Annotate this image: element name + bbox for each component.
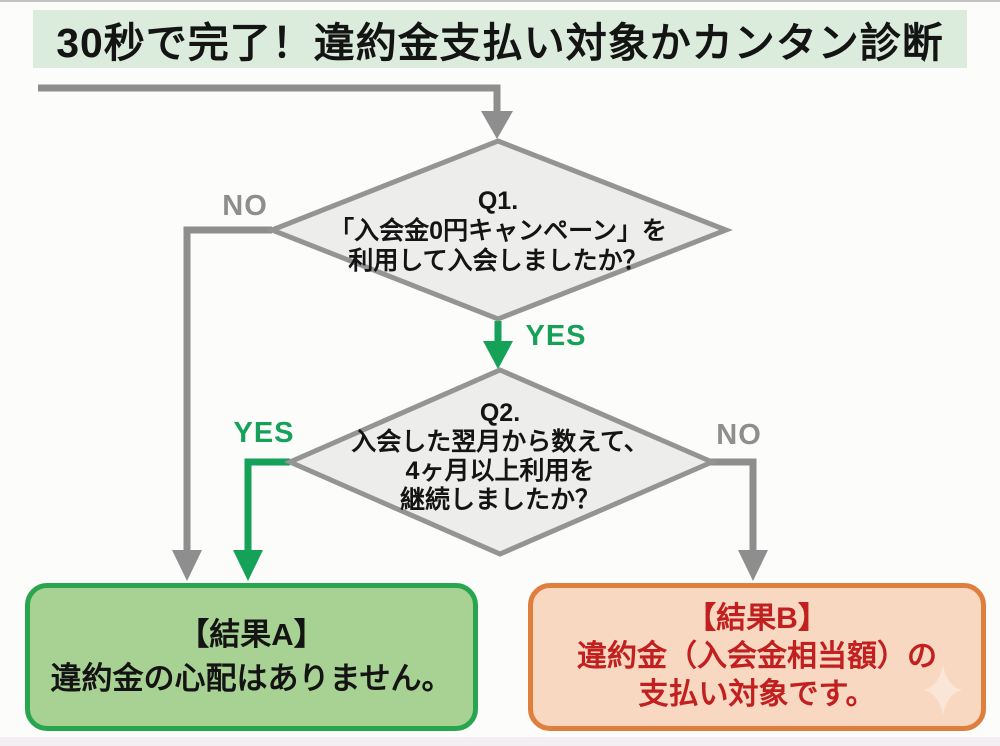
- result-a-heading: 【結果A】: [178, 617, 325, 652]
- q1-yes-label: YES: [525, 320, 587, 352]
- q1-yes-arrowhead-icon: [483, 341, 513, 369]
- q2-no-connector-line: [710, 458, 757, 552]
- q1-decision-diamond: [265, 138, 733, 322]
- q2-label: Q2.: [479, 399, 521, 427]
- bottom-edge-strip: [0, 737, 1000, 746]
- result-b-body-line2: 支払い対象です。: [638, 678, 876, 711]
- q2-no-arrowhead-icon: [738, 550, 768, 581]
- entry-arrowhead-icon: [481, 111, 513, 139]
- q2-decision-diamond: [283, 367, 719, 557]
- q2-question: Q2. 入会した翌月から数えて、 4ヶ月以上利用を 継続しましたか？: [300, 399, 700, 515]
- q2-question-line2: 4ヶ月以上利用を: [405, 457, 595, 485]
- result-a-body: 違約金の心配はありません。: [50, 661, 453, 696]
- title-banner: 30秒で完了！違約金支払い対象かカンタン診断: [33, 10, 967, 68]
- q1-label: Q1.: [477, 187, 519, 215]
- q1-no-arrowhead-icon: [172, 550, 202, 581]
- result-b-body-line1: 違約金（入会金相当額）の: [577, 640, 937, 673]
- top-edge-line: [0, 0, 1000, 2]
- entry-connector-line: [38, 84, 501, 114]
- result-a-box: 【結果A】 違約金の心配はありません。: [25, 583, 478, 731]
- result-b-box: 【結果B】 違約金（入会金相当額）の 支払い対象です。: [528, 583, 986, 731]
- q1-no-connector-line: [183, 226, 272, 552]
- q2-question-line1: 入会した翌月から数えて、: [351, 428, 649, 456]
- q1-question-line1: 「入会金0円キャンペーン」を: [329, 217, 667, 245]
- sparkle-shape: [924, 665, 962, 715]
- result-b-heading: 【結果B】: [686, 602, 828, 635]
- page-title: 30秒で完了！違約金支払い対象かカンタン診断: [56, 20, 944, 66]
- q1-question-line2: 利用して入会しましたか？: [348, 247, 648, 275]
- q2-yes-arrowhead-icon: [233, 550, 263, 581]
- q2-yes-label: YES: [233, 417, 295, 449]
- q2-no-label: NO: [716, 419, 762, 451]
- sparkle-icon: [924, 665, 962, 715]
- q1-question: Q1. 「入会金0円キャンペーン」を 利用して入会しましたか？: [298, 186, 698, 276]
- q2-yes-connector-line: [244, 458, 290, 552]
- q2-question-line3: 継続しましたか？: [399, 486, 600, 514]
- q1-no-label: NO: [222, 190, 268, 222]
